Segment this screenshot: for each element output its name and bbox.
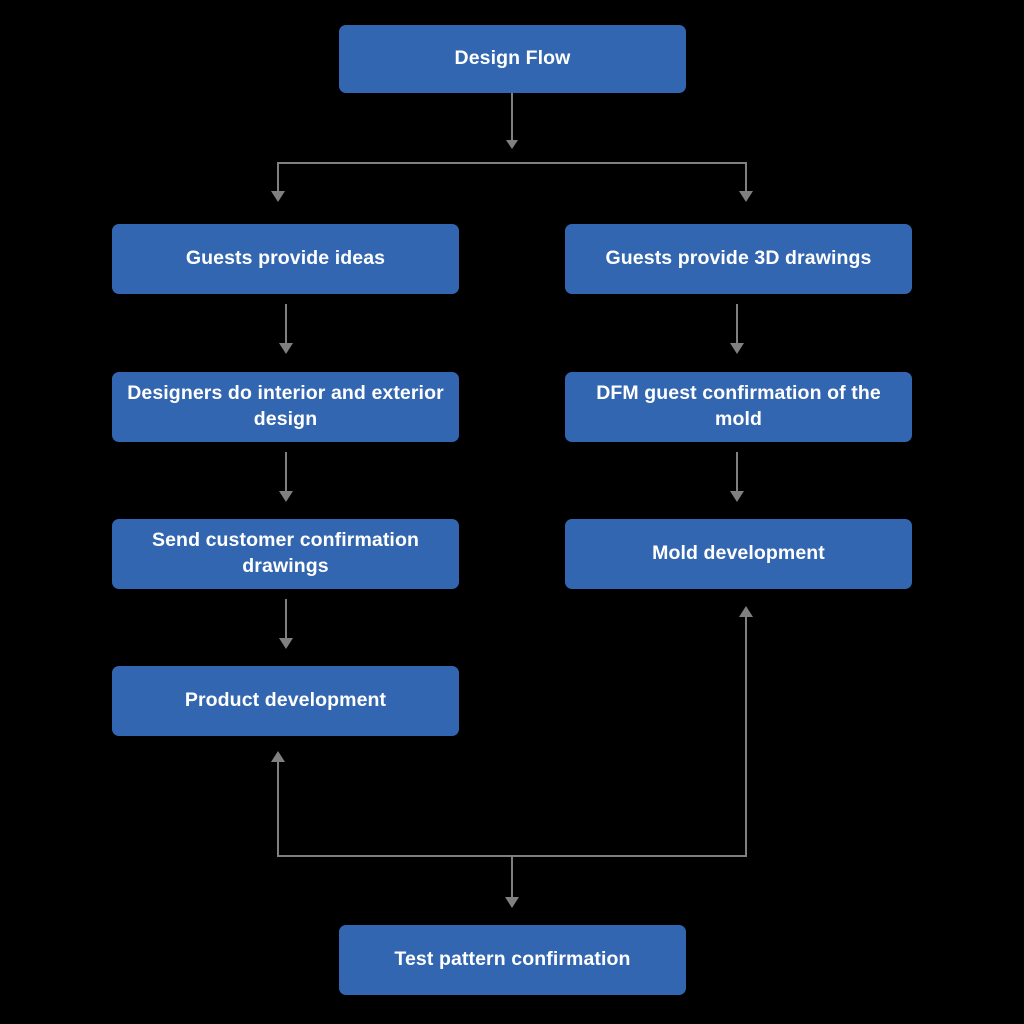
connector-ideas-to-designers xyxy=(285,304,287,346)
node-mold-development[interactable]: Mold development xyxy=(565,519,912,589)
connector-split-left-drop xyxy=(277,162,279,194)
connector-split-bar xyxy=(277,162,747,164)
arrowhead-split-left xyxy=(271,191,285,202)
connector-feedback-to-product xyxy=(277,762,279,856)
arrowhead-send-drawings-to-product xyxy=(279,638,293,649)
connector-dfm-to-mold xyxy=(736,452,738,494)
arrowhead-3d-to-dfm xyxy=(730,343,744,354)
connector-split-right-drop xyxy=(745,162,747,194)
connector-bar-to-test-pattern xyxy=(511,855,513,900)
node-label: Send customer confirmation drawings xyxy=(152,529,419,577)
connector-feedback-to-mold xyxy=(745,617,747,856)
connector-send-drawings-to-product xyxy=(285,599,287,641)
node-label: DFM guest confirmation of the mold xyxy=(596,382,881,430)
node-label: Guests provide ideas xyxy=(185,247,386,270)
node-dfm-guest-confirmation[interactable]: DFM guest confirmation of the mold xyxy=(565,372,912,442)
arrowhead-feedback-to-product xyxy=(271,751,285,762)
arrowhead-ideas-to-designers xyxy=(279,343,293,354)
arrowhead-design-flow-stem xyxy=(506,140,518,149)
node-label: Test pattern confirmation xyxy=(394,948,631,971)
node-label: Guests provide 3D drawings xyxy=(605,247,872,270)
node-designers-interior-exterior-design[interactable]: Designers do interior and exterior desig… xyxy=(112,372,459,442)
arrowhead-split-right xyxy=(739,191,753,202)
connector-design-flow-stem xyxy=(511,93,513,143)
node-label: Designers do interior and exterior desig… xyxy=(127,382,444,430)
node-label: Design Flow xyxy=(454,47,571,70)
node-test-pattern-confirmation[interactable]: Test pattern confirmation xyxy=(339,925,686,995)
connector-designers-to-send-drawings xyxy=(285,452,287,494)
node-product-development[interactable]: Product development xyxy=(112,666,459,736)
node-design-flow[interactable]: Design Flow xyxy=(339,25,686,93)
node-label: Mold development xyxy=(652,542,825,565)
node-send-customer-confirmation-drawings[interactable]: Send customer confirmation drawings xyxy=(112,519,459,589)
connector-3d-to-dfm xyxy=(736,304,738,346)
node-guests-provide-3d-drawings[interactable]: Guests provide 3D drawings xyxy=(565,224,912,294)
node-guests-provide-ideas[interactable]: Guests provide ideas xyxy=(112,224,459,294)
arrowhead-bar-to-test-pattern xyxy=(505,897,519,908)
arrowhead-feedback-to-mold xyxy=(739,606,753,617)
arrowhead-dfm-to-mold xyxy=(730,491,744,502)
node-label: Product development xyxy=(184,689,387,712)
arrowhead-designers-to-send-drawings xyxy=(279,491,293,502)
